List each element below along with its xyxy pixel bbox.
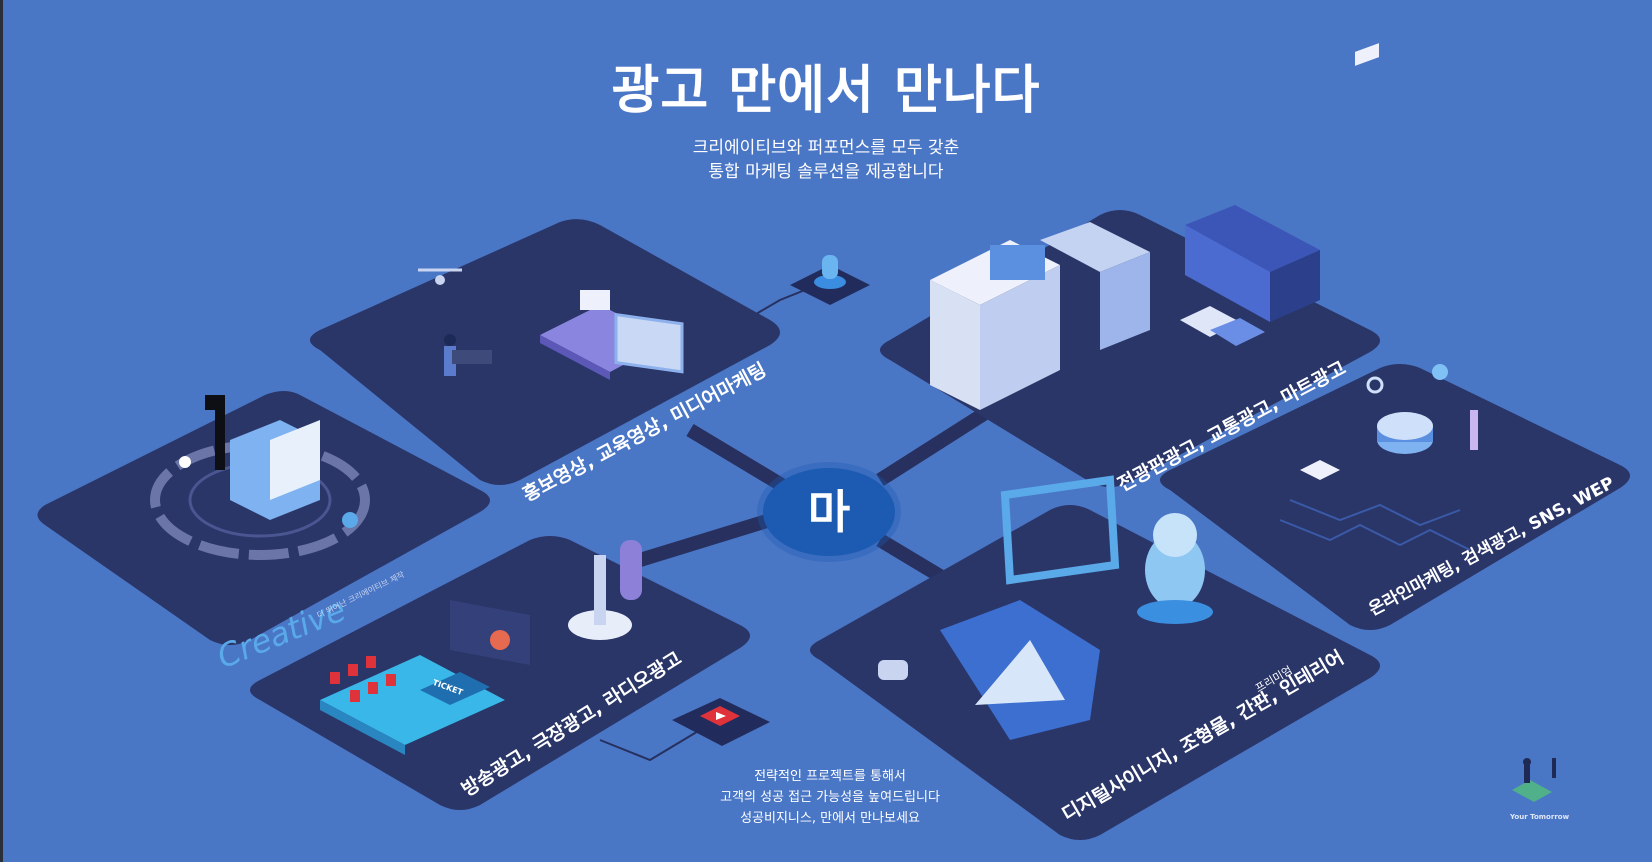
center-logo[interactable]: 마 — [763, 468, 895, 556]
footer-line-2: 고객의 성공 접근 가능성을 높여드립니다 — [720, 790, 940, 805]
studio-illustration — [418, 268, 684, 380]
footer-text: 전략적인 프로젝트를 통해서 고객의 성공 접근 가능성을 높여드립니다 성공비… — [700, 766, 960, 829]
footer-line-3: 성공비지니스, 만에서 만나보세요 — [740, 811, 920, 826]
hero: 광고 만에서 만나다 크리에이티브와 퍼포먼스를 모두 갖춘 통합 마케팅 솔루… — [0, 60, 1652, 184]
window-edge — [0, 0, 3, 862]
subtitle-line-2: 통합 마케팅 솔루션을 제공합니다 — [708, 162, 944, 183]
broadcast-illustration — [320, 540, 642, 755]
signage-illustration — [878, 475, 1213, 740]
creative-illustration — [150, 395, 370, 560]
page-subtitle: 크리에이티브와 퍼포먼스를 모두 갖춘 통합 마케팅 솔루션을 제공합니다 — [0, 136, 1652, 184]
tile-video[interactable] — [310, 219, 780, 485]
page-title: 광고 만에서 만나다 — [611, 61, 1041, 121]
brand-mark — [1512, 758, 1556, 802]
video-node — [672, 698, 770, 746]
tile-creative[interactable] — [37, 391, 491, 645]
title-accent-dot — [750, 69, 758, 77]
hologram-node — [790, 255, 870, 305]
brand-tagline: Your Tomorrow — [1510, 813, 1570, 821]
tile-broadcast[interactable] — [250, 536, 750, 810]
online-illustration — [1279, 43, 1478, 551]
logo-glyph: 마 — [807, 485, 851, 539]
building-illustration — [930, 205, 1320, 410]
tile-online[interactable] — [1160, 364, 1630, 630]
footer-line-1: 전략적인 프로젝트를 통해서 — [754, 769, 906, 784]
subtitle-line-1: 크리에이티브와 퍼포먼스를 모두 갖춘 — [692, 138, 960, 159]
